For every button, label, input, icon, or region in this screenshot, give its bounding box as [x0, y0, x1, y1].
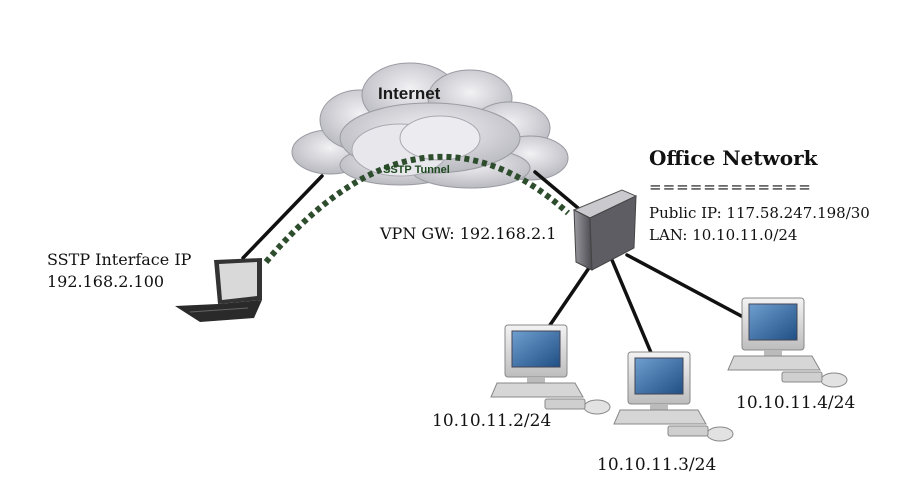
office-public-ip: Public IP: 117.58.247.198/30: [649, 204, 870, 222]
cloud-to-router-link: [533, 170, 580, 210]
sstp-interface-label: SSTP Interface IP: [47, 250, 192, 269]
sstp-interface-ip: 192.168.2.100: [47, 272, 165, 291]
office-network-title: Office Network: [649, 146, 818, 170]
pc3-icon: [727, 297, 848, 388]
network-links: [241, 170, 747, 357]
router-icon: [572, 189, 638, 271]
internet-cloud: [291, 62, 569, 189]
pc2-icon: [613, 351, 734, 442]
router-to-pc1-link: [546, 260, 595, 330]
sstp-tunnel-label: SSTP Tunnel: [383, 164, 450, 176]
internet-label: Internet: [378, 84, 441, 103]
router-to-pc3-link: [625, 253, 747, 320]
vpn-gateway-label: VPN GW: 192.168.2.1: [380, 224, 557, 243]
pc1-icon: [490, 324, 611, 415]
laptop-to-cloud-link: [241, 174, 324, 260]
router-to-pc2-link: [610, 258, 654, 357]
office-lan: LAN: 10.10.11.0/24: [649, 226, 798, 244]
office-network-rule: ============: [649, 178, 812, 196]
host-ip-label: 10.10.11.3/24: [597, 455, 717, 475]
host-ip-label: 10.10.11.4/24: [736, 393, 856, 413]
host-ip-label: 10.10.11.2/24: [432, 411, 552, 431]
laptop-icon: [175, 258, 262, 322]
